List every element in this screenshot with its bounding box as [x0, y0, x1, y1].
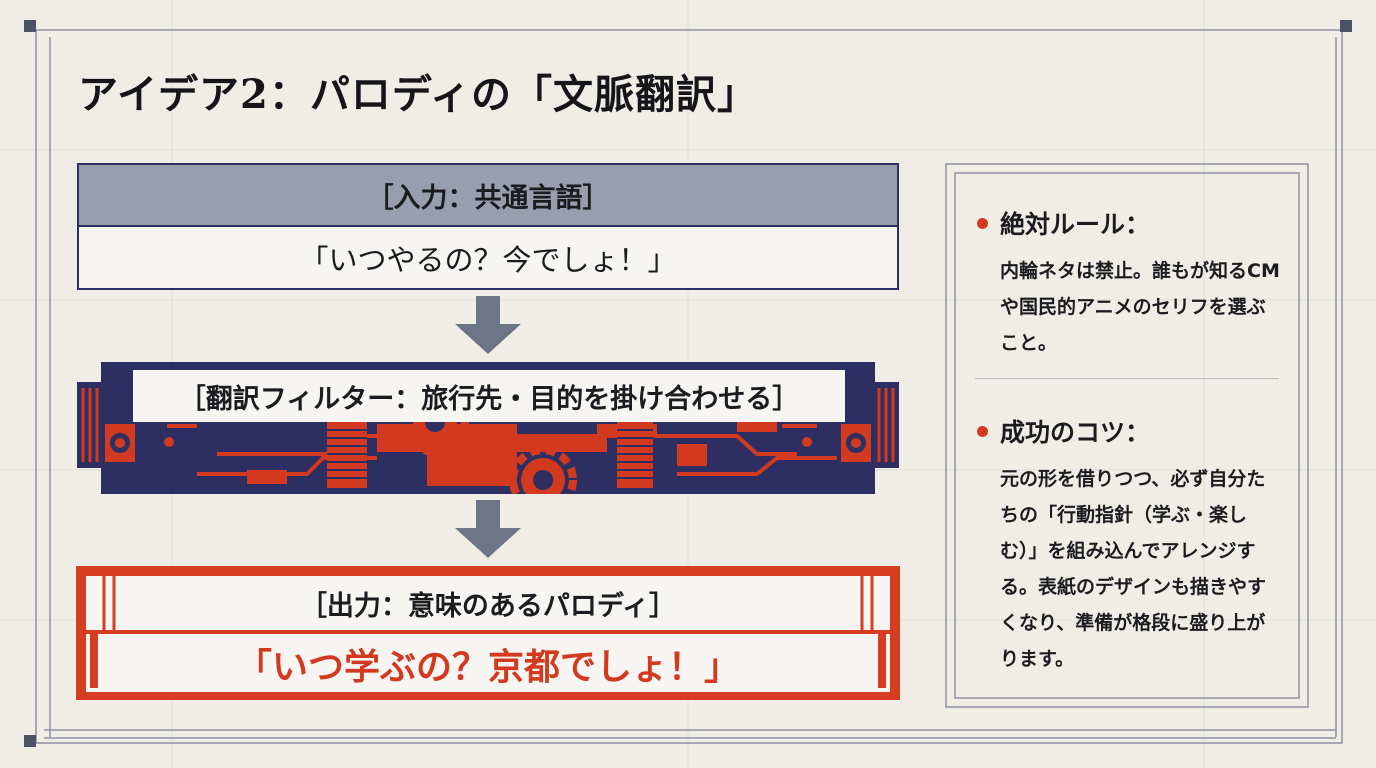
rule-section: 絶対ルール： 内輪ネタは禁止。誰もが知るCMや国民的アニメのセリフを選ぶこと。	[977, 205, 1280, 361]
panel-frame	[945, 163, 1309, 708]
arrow-down-icon	[455, 500, 521, 558]
panel-divider	[975, 378, 1279, 379]
bullet-dot-icon	[977, 425, 988, 437]
rule-title-row: 絶対ルール：	[977, 205, 1277, 241]
input-heading: ［入力：共通言語］	[79, 165, 897, 227]
bullet-dot-icon	[977, 217, 988, 229]
gear-icon	[509, 446, 577, 494]
filter-heading: ［翻訳フィルター：旅行先・目的を掛け合わせる］	[133, 370, 845, 422]
tip-body: 元の形を借りつつ、必ず自分たちの「行動指針（学ぶ・楽しむ）」を組み込んでアレンジ…	[1000, 468, 1267, 670]
notes-panel: 絶対ルール： 内輪ネタは禁止。誰もが知るCMや国民的アニメのセリフを選ぶこと。 …	[945, 163, 1309, 708]
tip-title-row: 成功のコツ：	[977, 413, 1277, 449]
output-text: 「いつ学ぶの？京都でしょ！」	[235, 647, 740, 688]
output-frame	[76, 566, 900, 700]
page-title: アイデア2：パロディの「文脈翻訳」	[78, 71, 759, 118]
tip-title: 成功のコツ：	[1000, 418, 1151, 447]
input-text: 「いつやるの？今でしょ！」	[299, 242, 677, 277]
rule-title: 絶対ルール：	[1000, 210, 1151, 239]
output-box: ［出力：意味のあるパロディ］ 「いつ学ぶの？京都でしょ！」	[76, 566, 900, 700]
rule-body: 内輪ネタは禁止。誰もが知るCMや国民的アニメのセリフを選ぶこと。	[1000, 260, 1280, 354]
output-heading: ［出力：意味のあるパロディ］	[299, 590, 677, 622]
arrow-down-icon	[455, 296, 521, 354]
input-box: ［入力：共通言語］ 「いつやるの？今でしょ！」	[77, 163, 899, 290]
tip-section: 成功のコツ： 元の形を借りつつ、必ず自分たちの「行動指針（学ぶ・楽しむ）」を組み…	[977, 413, 1277, 677]
